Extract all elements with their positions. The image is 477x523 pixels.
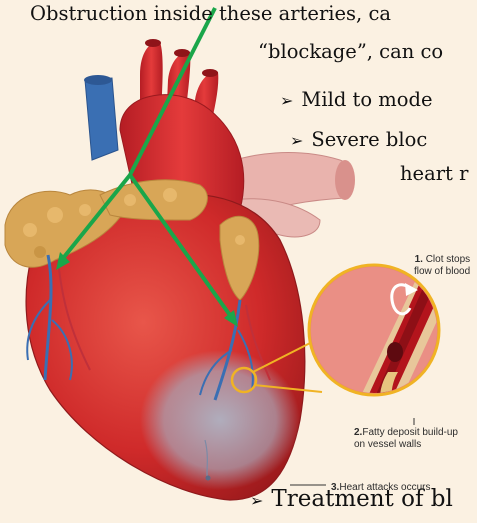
bullet-arrow-icon: ➢ bbox=[280, 91, 293, 110]
bullet-arrow-icon: ➢ bbox=[250, 491, 263, 510]
text-line-blockage: “blockage”, can co bbox=[258, 40, 443, 63]
label-clot-line2: flow of blood bbox=[408, 266, 470, 278]
label-clot: 1. Clot stops flow of blood bbox=[408, 254, 470, 278]
text-line-obstruction: Obstruction inside these arteries, ca bbox=[30, 2, 391, 25]
label-attack-text: Heart attacks occurs bbox=[339, 482, 430, 493]
bullet-severe: ➢ Severe bloc bbox=[290, 128, 427, 151]
label-clot-line1: Clot stops bbox=[426, 254, 470, 265]
label-fatty-line2: on vessel walls bbox=[354, 439, 458, 451]
bullet-mild: ➢ Mild to mode bbox=[280, 88, 433, 111]
text-line-heart: heart r bbox=[400, 162, 468, 185]
bullet-severe-text: Severe bloc bbox=[311, 128, 427, 151]
bullet-arrow-icon: ➢ bbox=[290, 131, 303, 150]
label-heart-attack: 3.Heart attacks occurs bbox=[331, 482, 431, 494]
label-clot-num: 1. bbox=[415, 254, 423, 265]
bullet-mild-text: Mild to mode bbox=[301, 88, 432, 111]
label-fatty-line1: Fatty deposit build-up bbox=[362, 427, 458, 438]
label-fatty: 2.Fatty deposit build-up on vessel walls bbox=[354, 427, 458, 451]
